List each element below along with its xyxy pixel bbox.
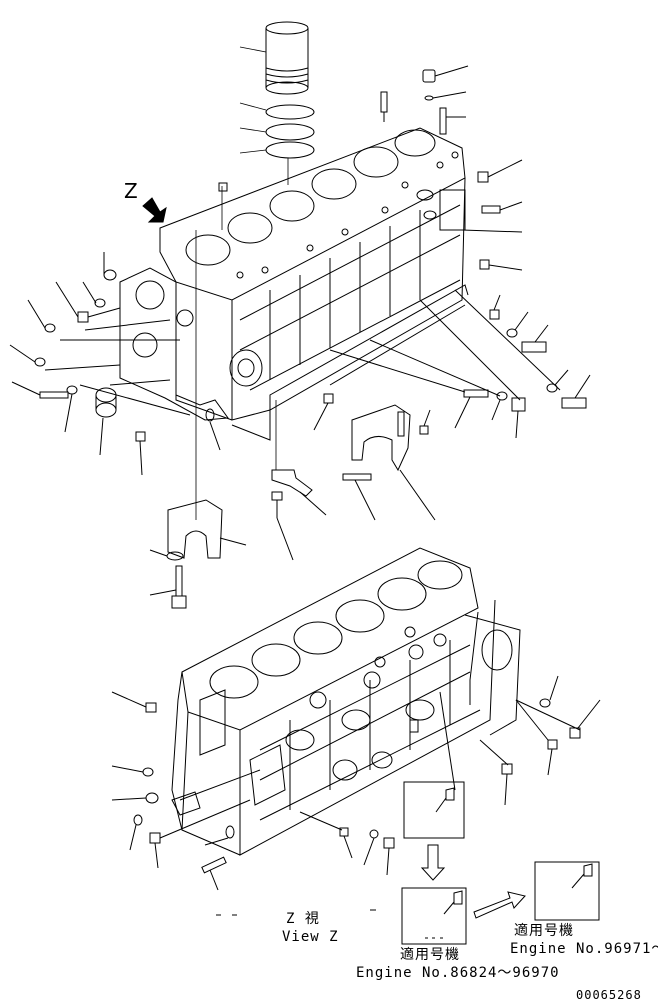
- engine-serial-range-left: Engine No.86824～96970: [356, 965, 560, 981]
- lower-left-fasteners: [112, 692, 260, 890]
- applicable-label-left-jp: 適用号機: [400, 947, 460, 963]
- view-caption-en: View Z: [282, 929, 339, 945]
- cylinder-liner: [266, 22, 308, 94]
- drawing-id: 00065268: [576, 988, 642, 1002]
- main-bearing-cap-right: [343, 405, 435, 520]
- arrow-down: [422, 845, 444, 880]
- arrow-right: [474, 892, 525, 918]
- view-caption-jp: Z 視: [286, 911, 320, 927]
- variant-box-left: [404, 782, 464, 838]
- lower-cylinder-block: [172, 548, 520, 855]
- applicable-label-right-jp: 適用号機: [514, 923, 574, 939]
- variant-box-lower: [402, 888, 466, 944]
- engine-serial-range-right: Engine No.96971～: [510, 941, 658, 957]
- plug-top-right: [423, 66, 468, 134]
- upper-left-fasteners: [10, 252, 220, 475]
- dowel-pin-top: [381, 92, 387, 122]
- center-bolts: [272, 394, 333, 560]
- variant-box-right: [535, 862, 599, 920]
- lower-right-fasteners: [300, 676, 600, 875]
- bolt-top-z: [219, 183, 227, 191]
- main-bearing-cap-left: [150, 500, 246, 608]
- liner-rings: [266, 105, 314, 158]
- upper-right-fasteners: [330, 160, 590, 438]
- view-z-marker: Z: [124, 179, 139, 203]
- view-z-arrow: [143, 198, 166, 222]
- upper-cylinder-block: [120, 128, 468, 440]
